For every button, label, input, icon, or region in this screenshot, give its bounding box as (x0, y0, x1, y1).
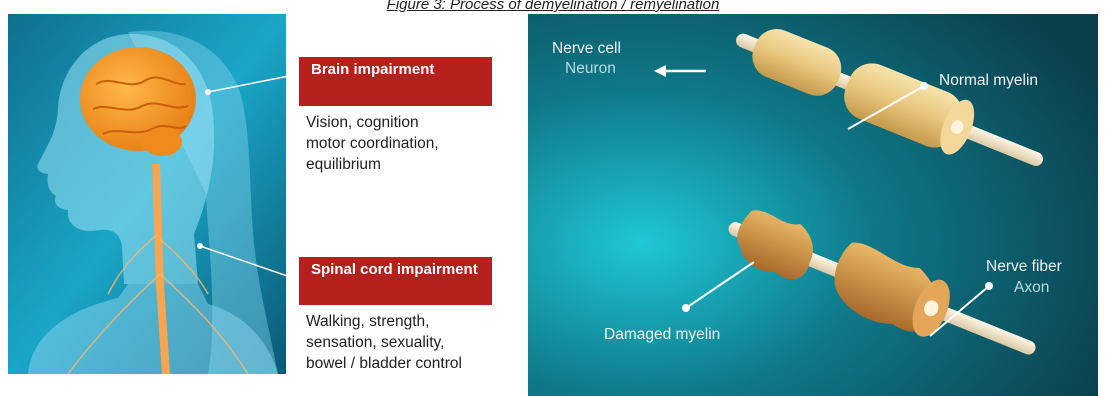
brain-desc-line: motor coordination, (306, 133, 506, 154)
spinal-desc-line: bowel / bladder control (306, 353, 506, 374)
spinal-cord-impairment-description: Walking, strength, sensation, sexuality,… (306, 311, 506, 374)
nerve-fiber-label: Nerve fiber (986, 258, 1062, 276)
normal-myelin-label: Normal myelin (939, 72, 1038, 90)
axon-label: Axon (1014, 279, 1049, 297)
brain-desc-line: equilibrium (306, 154, 506, 175)
neuron-label: Neuron (565, 60, 616, 78)
human-nervous-system-illustration (8, 14, 286, 374)
nerve-cell-label: Nerve cell (552, 40, 621, 58)
spinal-cord-impairment-badge: Spinal cord impairment (299, 257, 492, 305)
brain-desc-line: Vision, cognition (306, 112, 506, 133)
figure-caption: Figure 3: Process of demyelination / rem… (0, 0, 1106, 13)
damaged-myelin-label: Damaged myelin (604, 326, 720, 344)
brain-impairment-badge: Brain impairment (299, 57, 492, 106)
spinal-desc-line: Walking, strength, (306, 311, 506, 332)
cerebellum (142, 128, 182, 156)
myelin-diagram: Nerve cell Neuron Normal myelin Nerve fi… (528, 14, 1098, 396)
spinal-desc-line: sensation, sexuality, (306, 332, 506, 353)
brain-impairment-description: Vision, cognition motor coordination, eq… (306, 112, 506, 175)
